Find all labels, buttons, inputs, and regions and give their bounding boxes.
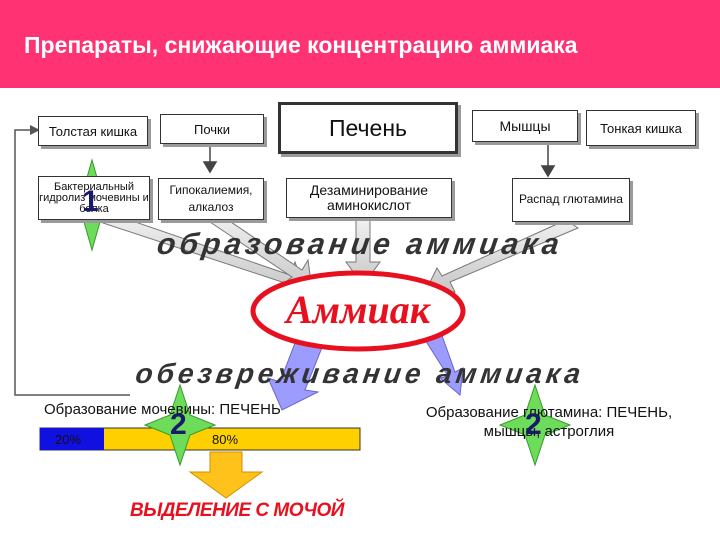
glutamine-formation-label: Образование глютамина: ПЕЧЕНЬ, мышцы, ас… <box>425 404 673 440</box>
marker-two-left: 2 <box>170 408 187 441</box>
process-glutamine-breakdown-label: Распад глютамина <box>519 192 623 207</box>
formation-banner: образование аммиака <box>155 228 566 261</box>
marker-two-right: 2 <box>525 408 542 441</box>
star-marker-2-left <box>143 383 217 467</box>
organ-muscles-label: Мышцы <box>499 118 551 134</box>
urea-bar-left-value: 20% <box>55 432 82 447</box>
urea-bar-left-segment <box>40 428 104 450</box>
excretion-label: ВЫДЕЛЕНИЕ С МОЧОЙ <box>130 500 344 521</box>
star-marker-2-right <box>498 383 572 467</box>
organ-box-kidneys: Почки <box>160 114 264 144</box>
process-bacterial-label: Бактериальный гидролиз мочевины и белка <box>39 180 149 215</box>
organ-box-liver: Печень <box>278 102 458 154</box>
organ-box-colon: Толстая кишка <box>38 116 148 146</box>
ammonia-label: Аммиак <box>285 287 430 332</box>
urea-bar-right-value: 80% <box>212 432 239 447</box>
process-hypokalemia-label: Гипокалиемия, алкалоз <box>169 183 253 214</box>
arrow-to-glutamine <box>421 329 464 396</box>
ammonia-ellipse <box>250 270 466 352</box>
organ-kidneys-label: Почки <box>193 121 230 137</box>
urea-formation-label: Образование мочевины: ПЕЧЕНЬ <box>44 401 281 418</box>
thin-arrows <box>202 143 556 178</box>
title-banner: Препараты, снижающие концентрацию аммиак… <box>0 0 720 88</box>
excretion-arrow <box>188 451 264 499</box>
process-box-glutamine-breakdown: Распад глютамина <box>512 178 630 222</box>
marker-one: 1 <box>82 185 99 218</box>
process-box-deamination: Дезаминирование аминокислот <box>286 178 452 218</box>
organ-small-intestine-label: Тонкая кишка <box>600 120 682 136</box>
feedback-arrow <box>14 129 130 396</box>
organ-liver-label: Печень <box>328 114 408 141</box>
detox-banner: обезвреживание аммиака <box>133 358 587 389</box>
organ-colon-label: Толстая кишка <box>48 123 138 139</box>
process-deamination-label: Дезаминирование аминокислот <box>309 181 429 213</box>
glutamine-formation-box: Образование глютамина: ПЕЧЕНЬ, мышцы, ас… <box>414 398 684 448</box>
organ-box-muscles: Мышцы <box>472 110 578 142</box>
feedback-arrowhead <box>30 125 40 135</box>
organ-box-small-intestine: Тонкая кишка <box>586 110 696 146</box>
page-title: Препараты, снижающие концентрацию аммиак… <box>24 32 578 58</box>
process-box-hypokalemia: Гипокалиемия, алкалоз <box>158 178 264 220</box>
process-box-bacterial: Бактериальный гидролиз мочевины и белка <box>38 176 150 220</box>
